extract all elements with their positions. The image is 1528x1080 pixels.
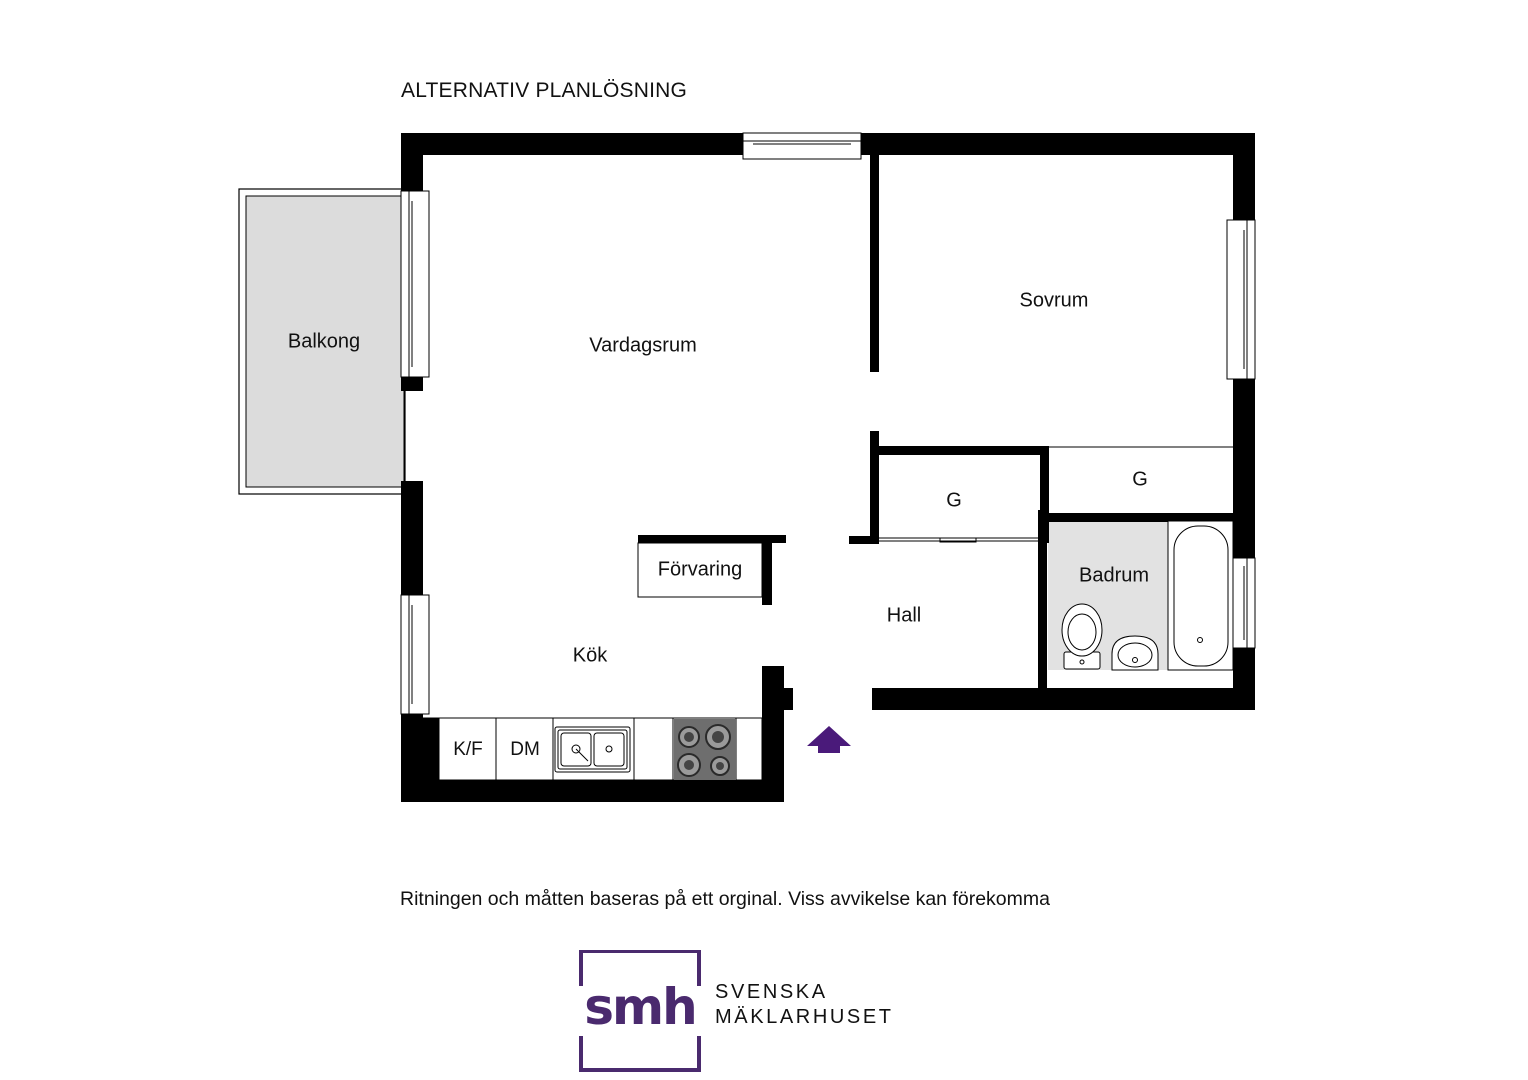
brand-name-line1: SVENSKA bbox=[715, 981, 828, 1003]
room-label-garderob-1: G bbox=[946, 489, 962, 512]
room-label-forvaring: Förvaring bbox=[657, 558, 743, 581]
smh-logo-mark: smh bbox=[578, 950, 702, 1072]
storage-outlines bbox=[637, 446, 1233, 598]
room-label-vardagsrum: Vardagsrum bbox=[589, 334, 697, 357]
fixture-label-dm: DM bbox=[510, 739, 540, 760]
brand-logo: smh SVENSKA MÄKLARHUSET bbox=[578, 950, 918, 1075]
stove-icon bbox=[674, 719, 736, 780]
room-label-balkong: Balkong bbox=[287, 330, 361, 353]
smh-logo-text: smh bbox=[584, 978, 695, 1036]
room-label-hall: Hall bbox=[886, 604, 922, 627]
bathtub-icon bbox=[1167, 520, 1234, 671]
room-label-badrum: Badrum bbox=[1078, 564, 1150, 587]
entrance-arrow-icon bbox=[807, 726, 851, 753]
walls bbox=[401, 133, 1255, 802]
room-label-garderob-2: G bbox=[1132, 468, 1148, 491]
disclaimer-text: Ritningen och måtten baseras på ett orgi… bbox=[400, 888, 1050, 910]
room-label-sovrum: Sovrum bbox=[1019, 289, 1089, 312]
fixture-label-kf: K/F bbox=[453, 739, 483, 760]
balcony bbox=[238, 188, 406, 495]
page-title: ALTERNATIV PLANLÖSNING bbox=[401, 79, 688, 102]
washbasin-icon bbox=[1111, 635, 1159, 671]
sink-icon bbox=[554, 726, 631, 773]
windows bbox=[400, 132, 1256, 715]
toilet-icon bbox=[1061, 603, 1103, 670]
brand-name-line2: MÄKLARHUSET bbox=[715, 1006, 894, 1028]
room-label-kok: Kök bbox=[572, 644, 608, 667]
